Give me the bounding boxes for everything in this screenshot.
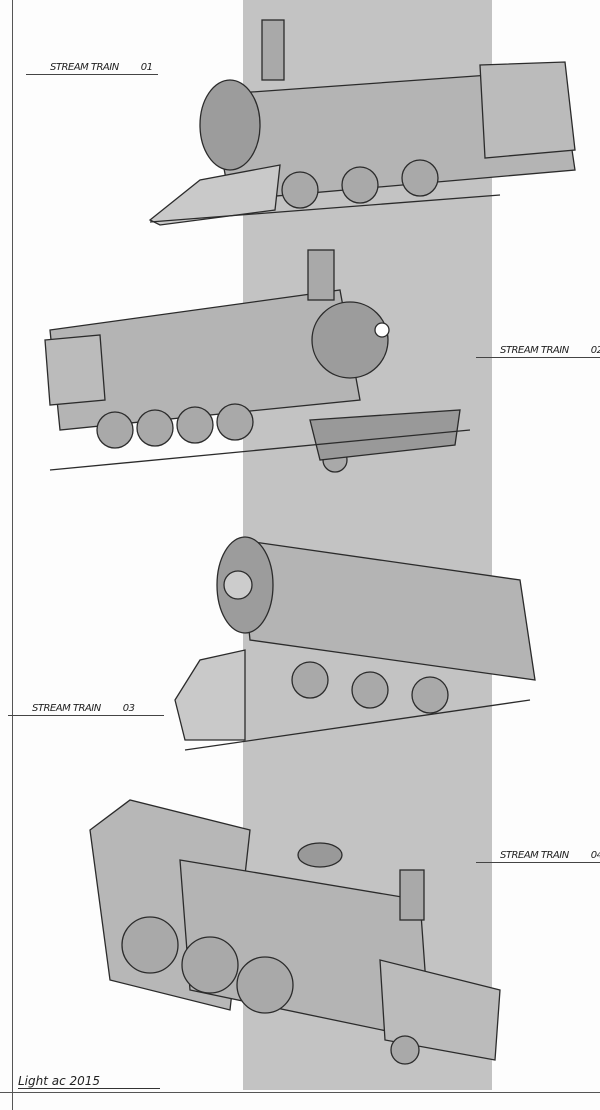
pilot-02: [309, 409, 461, 461]
label-number: 03: [122, 703, 135, 714]
locomotive-03: [174, 536, 536, 751]
locomotive-02: [44, 249, 471, 473]
label-text: STREAM TRAIN: [50, 62, 119, 73]
cab-02: [44, 334, 106, 406]
snowplow-01: [148, 164, 281, 226]
pilot-03: [174, 649, 246, 741]
dome-04: [297, 842, 343, 868]
label-text: STREAM TRAIN: [32, 703, 101, 714]
smokestack-01: [261, 19, 285, 81]
label-train-03: STREAM TRAIN 03: [8, 703, 165, 716]
label-train-01: STREAM TRAIN 01: [26, 62, 159, 75]
frame-line-left: [12, 0, 13, 1110]
frame-line-bottom: [0, 1092, 600, 1093]
smokestack-04: [399, 869, 425, 921]
label-number: 04: [590, 850, 600, 861]
buffer-beam-04: [379, 959, 501, 1061]
label-train-04: STREAM TRAIN 04: [476, 850, 600, 863]
label-number: 02: [590, 345, 600, 356]
artist-signature: Light ac 2015: [18, 1074, 161, 1089]
label-text: STREAM TRAIN: [500, 850, 569, 861]
locomotive-01: [148, 19, 576, 226]
label-text: STREAM TRAIN: [500, 345, 569, 356]
label-number: 01: [140, 62, 153, 73]
cab-01: [479, 61, 576, 159]
locomotive-04: [89, 799, 501, 1065]
label-train-02: STREAM TRAIN 02: [476, 345, 600, 358]
smokestack-02: [307, 249, 335, 301]
